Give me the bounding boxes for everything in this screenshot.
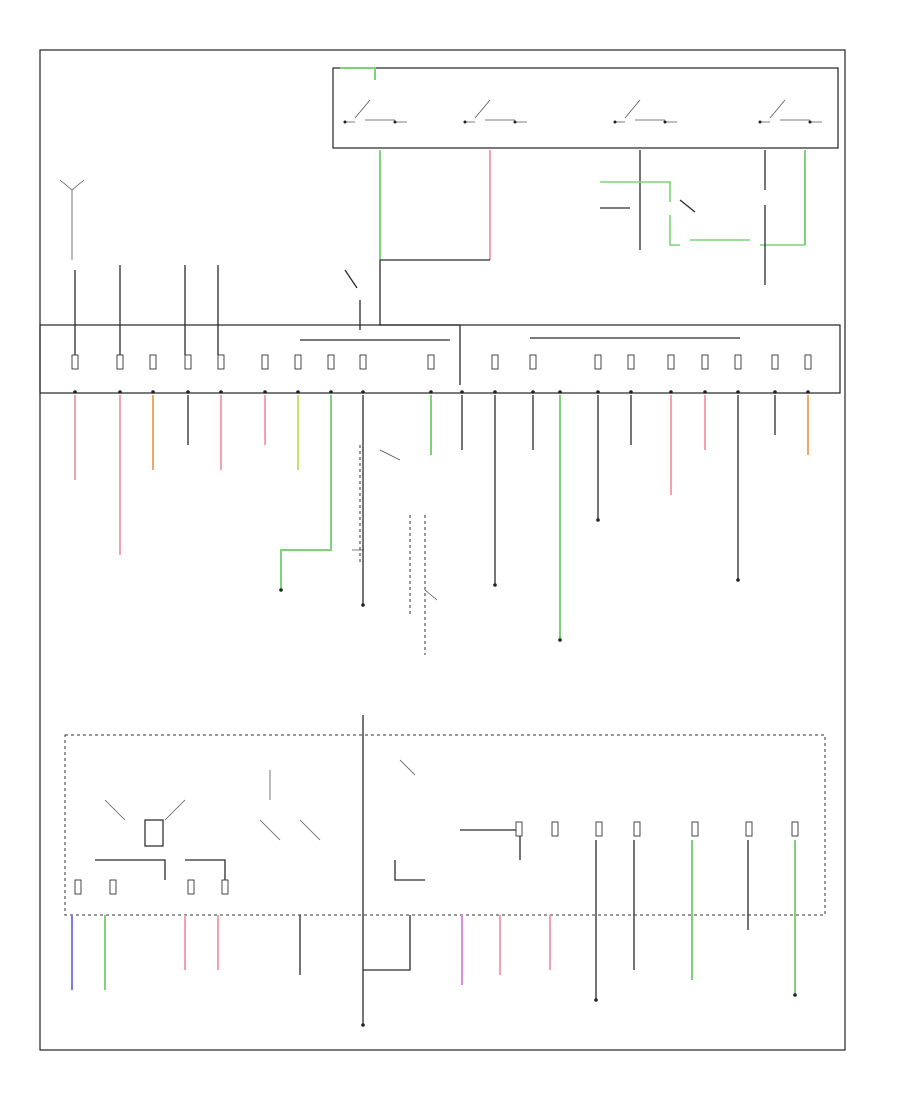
left-feed-drops [74,265,219,355]
ignition-switch-contacts [343,99,822,124]
main-block-fuses [71,354,812,370]
mid-switch-wires [359,445,426,655]
wire-termination-dots [279,518,797,1027]
relay-coil-wire [669,215,805,246]
main-fuse-block [39,324,841,394]
lower-junction-block [64,734,826,916]
bus-link-wire [344,259,490,385]
relay-feed-green [600,181,671,202]
fuse-block-inner-bus [300,337,740,341]
diagram-frame [39,49,846,1051]
lower-block-fuses [74,821,799,895]
lower-block-relays [95,759,521,885]
relay-return-wire [600,190,766,285]
ignition-switch-box [332,67,839,149]
left-top-connector [59,179,85,260]
feed-wire-green [340,67,376,80]
main-block-connector-pins [73,390,810,394]
mid-switch-levers [352,449,438,601]
main-block-output-wires [74,395,809,640]
lower-block-output-wires [71,840,796,1025]
